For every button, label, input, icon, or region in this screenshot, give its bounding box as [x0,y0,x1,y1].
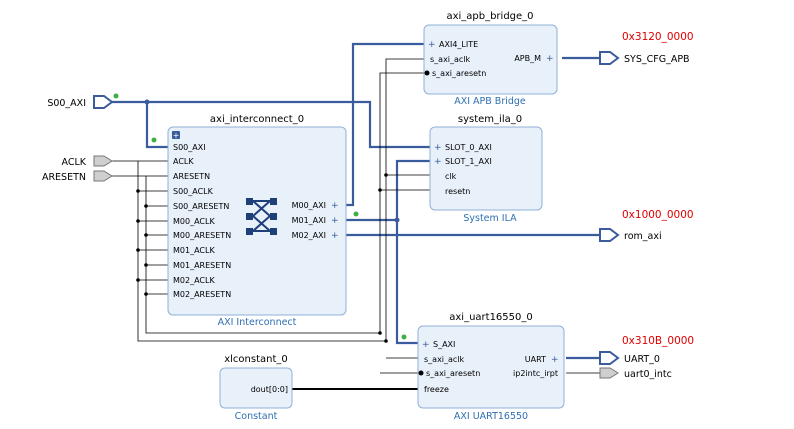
pin-label: M01_ARESETN [173,261,231,270]
input-port-icon[interactable] [93,170,113,182]
pin-label: M00_ACLK [173,217,215,226]
address-uart-0: 0x310B_0000 [622,335,694,347]
address-sys-cfg-apb: 0x3120_0000 [622,31,694,43]
active-low-icon [418,370,424,376]
debug-marker-icon [353,211,359,217]
port-s00-axi-label: S00_AXI [47,98,86,109]
crossbar-icon [246,198,277,235]
debug-marker-icon [113,93,119,99]
block-instance-name: axi_interconnect_0 [210,114,304,125]
pin-label: SLOT_0_AXI [445,143,492,152]
block-type-label: AXI UART16550 [454,411,528,422]
address-rom-axi: 0x1000_0000 [622,209,694,221]
bus-s00-axi-to-interconnect[interactable] [145,102,168,149]
pin-label: s_axi_aclk [424,355,465,364]
plus-icon: + [434,143,442,153]
pin-label: M00_ARESETN [173,231,231,240]
debug-marker-icon [151,137,157,143]
pin-label: M00_AXI [292,201,326,210]
output-port-icon[interactable] [599,367,619,379]
debug-marker-icon [401,334,407,340]
plus-icon: + [173,131,180,140]
block-axi-apb-bridge[interactable]: axi_apb_bridge_0 + AXI4_LITE s_axi_aclk … [423,11,558,107]
pin-label: M02_ACLK [173,276,215,285]
output-port-icon[interactable] [599,351,620,365]
block-xlconstant[interactable]: xlconstant_0 dout[0:0] Constant [219,354,293,422]
block-instance-name: system_ila_0 [458,114,522,125]
block-type-label: AXI APB Bridge [454,96,526,107]
block-instance-name: axi_uart16550_0 [449,312,533,323]
block-type-label: AXI Interconnect [218,317,297,328]
pin-label: S00_ACLK [173,187,214,196]
expand-block-icon[interactable] [172,131,180,139]
bus-m01-axi[interactable] [346,218,418,345]
output-port-icon[interactable] [599,228,620,242]
pin-label: resetn [445,187,470,196]
block-type-label: Constant [235,411,278,422]
pin-label: M01_AXI [292,216,326,225]
block-system-ila[interactable]: system_ila_0 + SLOT_0_AXI + SLOT_1_AXI c… [429,114,543,224]
pin-label: s_axi_aresetn [426,369,480,378]
output-port-icon[interactable] [599,51,620,65]
plus-icon: + [331,231,339,241]
block-axi-interconnect[interactable]: axi_interconnect_0 + S00_AXI ACLK ARESET… [167,114,347,328]
input-port-icon[interactable] [93,155,113,167]
bus-m01-axi-to-ila[interactable] [395,159,430,220]
pin-label: M02_ARESETN [173,290,231,299]
plus-icon: + [331,201,339,211]
pin-label: s_axi_aresetn [432,69,486,78]
plus-icon: + [551,355,559,365]
plus-icon: + [422,340,430,350]
active-low-icon [424,70,430,76]
pin-label: ARESETN [173,172,210,181]
pin-label: M01_ACLK [173,246,215,255]
pin-label: ACLK [173,157,194,166]
port-uart-0-label: UART_0 [624,354,660,365]
pin-label: APB_M [514,54,541,63]
bus-m00-axi[interactable] [346,42,424,207]
block-instance-name: axi_apb_bridge_0 [446,11,533,22]
plus-icon: + [434,157,442,167]
pin-label: clk [445,172,457,181]
port-aresetn-label: ARESETN [42,172,86,183]
port-sys-cfg-apb-label: SYS_CFG_APB [624,54,690,65]
pin-label: freeze [424,385,449,394]
pin-label: S00_AXI [173,143,206,152]
plus-icon: + [428,40,436,50]
pin-label: S_AXI [433,340,455,349]
bus-s00-axi[interactable] [112,100,430,149]
pin-label: SLOT_1_AXI [445,157,492,166]
port-rom-axi-label: rom_axi [624,231,662,242]
plus-icon: + [331,216,339,226]
pin-label: UART [525,355,546,364]
pin-label: dout[0:0] [251,385,288,394]
pin-label: S00_ARESETN [173,202,229,211]
plus-icon: + [546,54,554,64]
pin-label: AXI4_LITE [439,40,478,49]
pin-label: ip2intc_irpt [513,369,558,378]
pin-label: M02_AXI [292,231,326,240]
external-ports: S00_AXI ACLK ARESETN SYS_CFG_APB rom_axi… [42,31,694,380]
input-port-icon[interactable] [93,95,114,109]
block-axi-uart16550[interactable]: axi_uart16550_0 + S_AXI s_axi_aclk s_axi… [417,312,565,422]
block-instance-name: xlconstant_0 [224,354,288,365]
port-uart0-intc-label: uart0_intc [624,369,672,380]
port-aclk-label: ACLK [62,157,87,168]
pin-label: s_axi_aclk [430,55,471,64]
block-type-label: System ILA [463,213,517,224]
nets [112,42,600,390]
